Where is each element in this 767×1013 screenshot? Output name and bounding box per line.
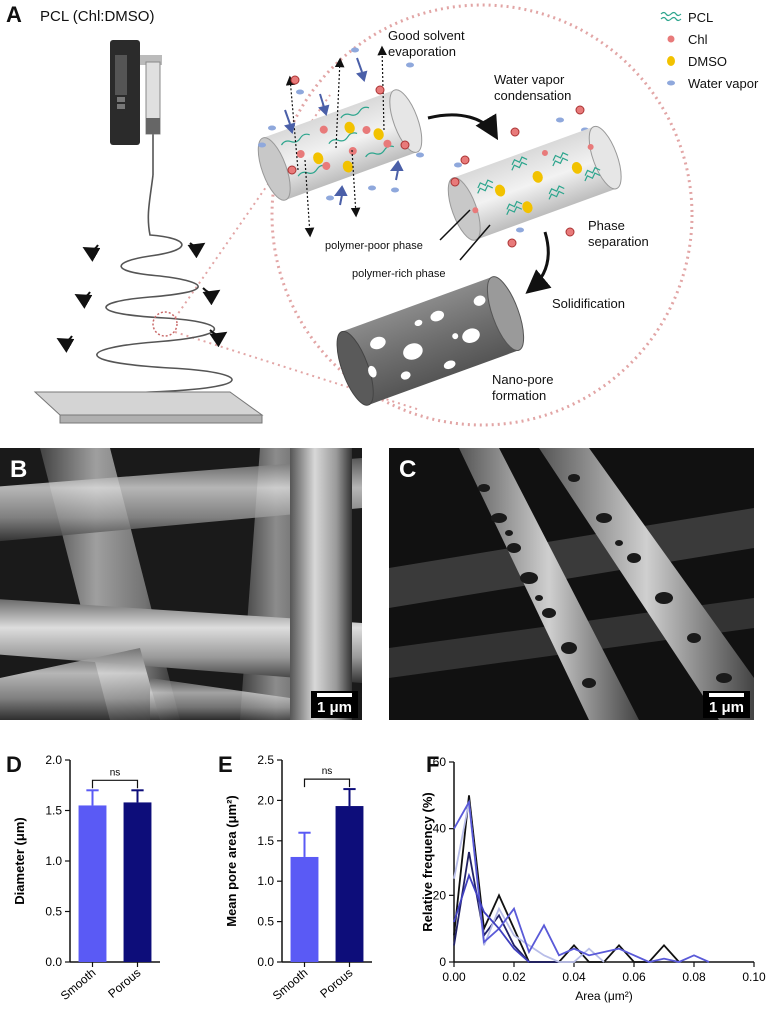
sem-porous-fibers (389, 448, 754, 720)
panel-a-schematic (33, 3, 694, 427)
zoom-circle (270, 3, 694, 427)
x-tick-label-porous: Porous (105, 966, 143, 1001)
label-phase-line1: Phase (588, 218, 625, 233)
panel-f-letter: F (426, 752, 440, 777)
panel-d-letter: D (6, 752, 22, 777)
legend: PCL Chl DMSO Water vapor (660, 6, 758, 94)
x-axis-label: Area (μm²) (575, 989, 633, 1003)
significance-label: ns (110, 767, 121, 778)
x-tick-label: 0.00 (442, 970, 466, 984)
label-phase-line2: separation (588, 234, 649, 249)
sem-image-smooth: B 1 μm (0, 448, 362, 720)
y-tick-label: 1.5 (45, 804, 62, 818)
legend-label-water-vapor: Water vapor (688, 75, 759, 91)
legend-item-dmso: DMSO (660, 50, 758, 72)
label-water-vapor-line2: condensation (494, 88, 572, 103)
bar-porous (335, 806, 364, 962)
label-polymer-rich: polymer-rich phase (352, 268, 446, 280)
y-tick-label: 2.0 (45, 753, 62, 767)
label-good-solvent-line1: Good solvent (388, 28, 465, 43)
bar-smooth (78, 805, 107, 962)
panel-a-letter: A (6, 2, 22, 27)
x-tick-label: 0.02 (502, 970, 526, 984)
bar-porous (123, 802, 152, 962)
y-tick-label: 60 (433, 755, 447, 769)
label-phase-separation: Phase separation (588, 218, 649, 250)
panel-a-title: PCL (Chl:DMSO) (40, 8, 155, 25)
scale-bar-c-label: 1 μm (708, 699, 744, 716)
legend-item-pcl: PCL (660, 6, 758, 28)
series-line-4 (453, 799, 710, 963)
x-tick-label: 0.04 (562, 970, 586, 984)
legend-label-pcl: PCL (688, 9, 714, 25)
x-tick-label: 0.06 (622, 970, 646, 984)
series-line-2 (453, 851, 559, 963)
chart-relative-frequency: 0 20 40 60 0.00 0.02 0.04 0.06 0.08 0.10 Relative … (420, 755, 766, 1003)
y-tick-label: 0.5 (257, 915, 274, 929)
label-solidification: Solidification (552, 296, 625, 311)
legend-item-chl: Chl (660, 28, 758, 50)
label-nanopore-line1: Nano-pore (492, 372, 554, 387)
label-polymer-poor: polymer-poor phase (325, 240, 423, 252)
scale-bar-c: 1 μm (702, 691, 750, 718)
label-water-vapor-line1: Water vapor (494, 72, 565, 87)
x-tick-label-porous: Porous (317, 966, 355, 1001)
y-tick-label: 1.0 (45, 854, 62, 868)
y-tick-label: 2.0 (257, 793, 274, 807)
legend-label-chl: Chl (688, 31, 708, 47)
panel-c-letter: C (399, 456, 417, 483)
y-tick-label: 0 (439, 955, 446, 969)
dmso-dot-icon (667, 56, 675, 66)
legend-label-dmso: DMSO (688, 53, 727, 69)
x-tick-label-smooth: Smooth (58, 966, 99, 1003)
y-tick-label: 1.0 (257, 874, 274, 888)
significance-bracket (303, 778, 351, 788)
label-good-solvent: Good solvent evaporation (388, 28, 465, 60)
y-tick-label: 0.0 (45, 955, 62, 969)
chl-dot-icon (667, 35, 675, 43)
fiber-cylinder-phase-separation (447, 125, 622, 241)
scale-bar-b: 1 μm (310, 691, 358, 718)
y-tick-label: 40 (433, 822, 447, 836)
sem-smooth-fibers (0, 448, 362, 720)
bar-smooth (290, 856, 319, 962)
syringe-pump-icon (110, 40, 162, 175)
y-axis-label: Diameter (μm) (12, 817, 27, 904)
water-vapor-dot-icon (667, 80, 675, 86)
y-axis-label: Mean pore area (μm²) (224, 795, 239, 927)
y-axis-label: Relative frequency (%) (420, 792, 435, 931)
y-tick-label: 1.5 (257, 834, 274, 848)
panel-e-letter: E (218, 752, 233, 777)
y-tick-label: 20 (433, 888, 447, 902)
series-line-3 (453, 801, 605, 963)
label-water-vapor-condensation: Water vapor condensation (494, 72, 571, 104)
y-tick-label: 0.5 (45, 905, 62, 919)
series-line-1 (453, 795, 680, 963)
x-tick-label: 0.08 (682, 970, 706, 984)
y-tick-label: 2.5 (257, 753, 274, 767)
legend-item-water-vapor: Water vapor (660, 72, 758, 94)
collector-plate (33, 391, 264, 416)
label-nanopore: Nano-pore formation (492, 372, 553, 404)
significance-label: ns (322, 766, 333, 777)
scale-bar-b-label: 1 μm (316, 699, 352, 716)
x-tick-label: 0.10 (742, 970, 766, 984)
panel-b-letter: B (10, 456, 28, 483)
label-nanopore-line2: formation (492, 388, 547, 403)
fiber-cylinder-porous (336, 276, 525, 406)
sem-image-porous: C 1 μm (389, 448, 754, 720)
series-line-5 (453, 872, 530, 963)
jet-spiral (94, 174, 233, 404)
x-tick-label-smooth: Smooth (270, 966, 311, 1003)
label-good-solvent-line2: evaporation (388, 44, 456, 59)
fiber-cylinder-initial (257, 89, 423, 201)
y-tick-label: 0.0 (257, 955, 274, 969)
significance-bracket (91, 779, 139, 789)
pcl-wave-icon (660, 11, 682, 22)
